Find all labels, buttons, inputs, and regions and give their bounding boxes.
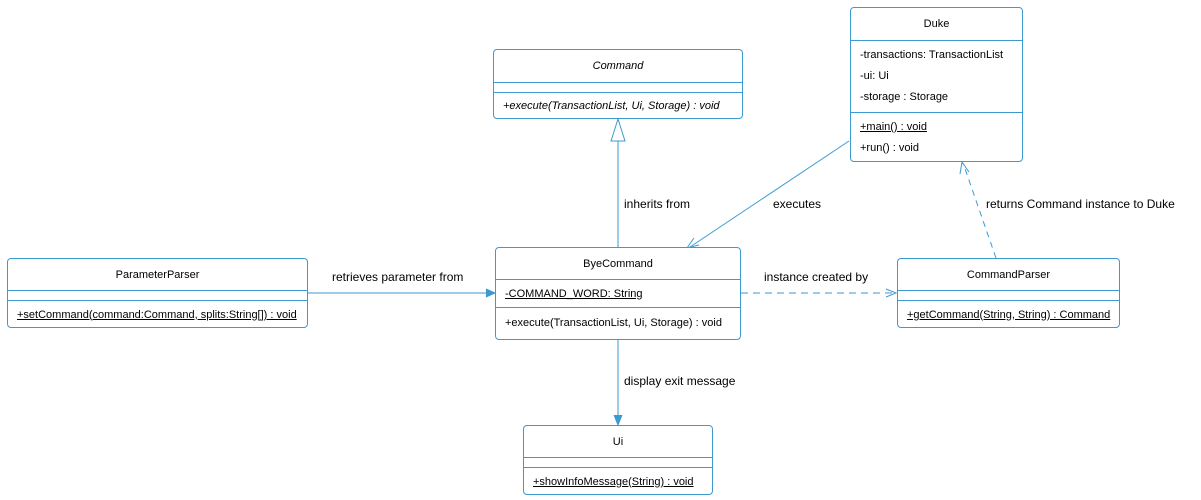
class-command: Command +execute(TransactionList, Ui, St… (493, 49, 743, 119)
class-duke-attributes-section: -transactions: TransactionList -ui: Ui -… (851, 40, 1022, 112)
class-command-parser: CommandParser +getCommand(String, String… (897, 258, 1120, 328)
label-display-exit-message: display exit message (624, 374, 736, 388)
class-duke-method: +main() : void (860, 120, 927, 133)
class-parameter-parser-methods-section: +setCommand(command:Command, splits:Stri… (8, 300, 307, 328)
class-duke-name: Duke (923, 18, 950, 30)
label-returns-command: returns Command instance to Duke (986, 197, 1175, 211)
class-command-methods-section: +execute(TransactionList, Ui, Storage) :… (494, 92, 742, 119)
class-parameter-parser-method: +setCommand(command:Command, splits:Stri… (17, 308, 297, 321)
retrieves-arrowhead (485, 288, 497, 298)
class-ui-attributes-section (524, 457, 712, 467)
inheritance-arrowhead (610, 117, 626, 142)
class-parameter-parser: ParameterParser +setCommand(command:Comm… (7, 258, 308, 328)
display-exit-arrowhead (613, 414, 623, 427)
class-command-name: Command (592, 60, 644, 72)
class-duke-attribute: -transactions: TransactionList (860, 48, 1004, 61)
class-duke-attribute: -storage : Storage (860, 90, 949, 103)
label-inherits-from: inherits from (624, 197, 691, 211)
class-bye-command-name: ByeCommand (583, 257, 653, 270)
class-parameter-parser-attributes-section (8, 290, 307, 300)
class-command-parser-attributes-section (898, 290, 1119, 300)
class-bye-command-attribute: -COMMAND_WORD: String (505, 288, 643, 300)
class-bye-command: ByeCommand -COMMAND_WORD: String +execut… (495, 247, 741, 340)
returns-arrowhead (959, 160, 970, 175)
label-retrieves-parameter: retrieves parameter from (332, 270, 464, 284)
class-bye-command-attributes-section: -COMMAND_WORD: String (496, 279, 740, 307)
class-duke-attribute: -ui: Ui (860, 69, 889, 82)
class-command-parser-name: CommandParser (966, 268, 1051, 281)
class-ui-method: +showInfoMessage(String) : void (533, 475, 694, 488)
executes-line (689, 140, 850, 248)
label-instance-created-by: instance created by (764, 270, 869, 284)
class-command-parser-methods-section: +getCommand(String, String) : Command (898, 300, 1119, 328)
returns-line (962, 162, 997, 259)
class-ui-name: Ui (612, 435, 624, 448)
class-parameter-parser-name: ParameterParser (115, 268, 200, 281)
class-duke-methods-section: +main() : void +run() : void (851, 112, 1022, 158)
instance-created-arrowhead (885, 288, 898, 298)
class-command-parser-method: +getCommand(String, String) : Command (907, 308, 1111, 321)
class-bye-command-method: +execute(TransactionList, Ui, Storage) :… (505, 317, 722, 329)
class-ui: Ui +showInfoMessage(String) : void (523, 425, 713, 495)
label-executes: executes (773, 197, 822, 211)
class-command-attributes-section (494, 82, 742, 92)
class-ui-methods-section: +showInfoMessage(String) : void (524, 467, 712, 495)
class-bye-command-methods-section: +execute(TransactionList, Ui, Storage) :… (496, 307, 740, 338)
class-duke-method: +run() : void (860, 141, 919, 154)
class-command-method: +execute(TransactionList, Ui, Storage) :… (503, 100, 720, 112)
class-duke: Duke -transactions: TransactionList -ui:… (850, 7, 1023, 162)
